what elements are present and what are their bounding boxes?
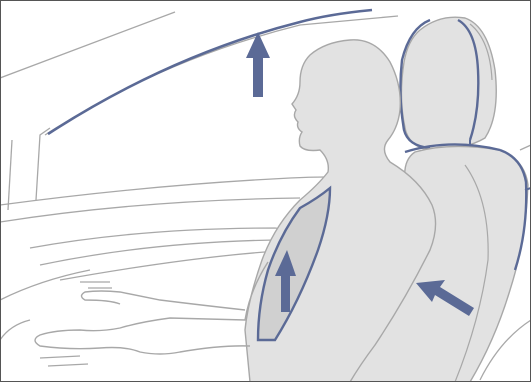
door-bottom-line: [0, 320, 30, 340]
window-sill-line: [0, 177, 350, 205]
occupant-fingers: [40, 282, 112, 366]
right-panel-line: [520, 145, 531, 150]
window-pillar-line: [0, 12, 175, 78]
occupant-silhouette: [35, 40, 436, 382]
curtain-airbag-arrow: [246, 32, 270, 97]
door-panel-top: [0, 198, 300, 222]
occupant-hand-upper: [82, 291, 246, 310]
headrest-shape: [401, 17, 496, 150]
headrest: [400, 17, 496, 160]
dashboard-line-2: [40, 240, 275, 265]
dashboard-line-1: [30, 228, 296, 280]
dashboard-line-3: [0, 270, 90, 300]
up-arrow-icon: [246, 32, 270, 97]
a-pillar-right: [8, 140, 12, 210]
a-pillar-left: [36, 128, 50, 200]
